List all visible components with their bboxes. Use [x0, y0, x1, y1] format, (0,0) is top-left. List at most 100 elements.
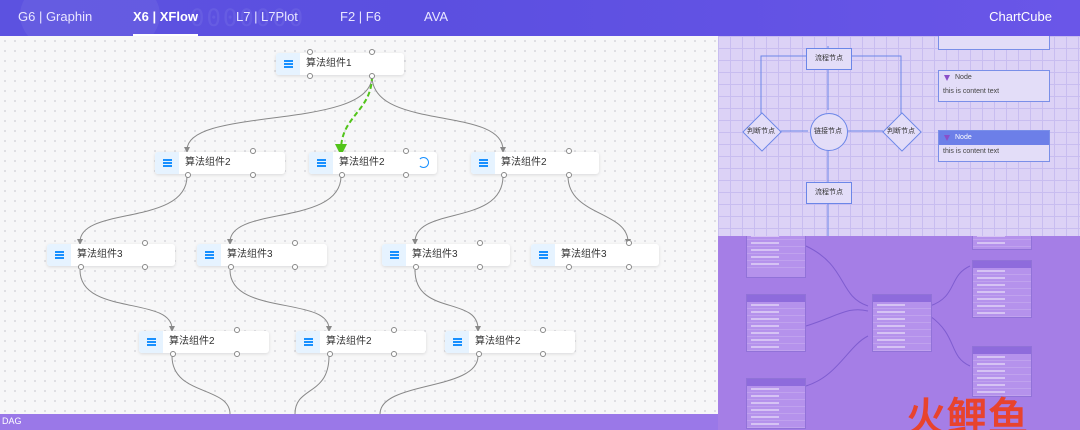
card-title: Node — [955, 74, 972, 81]
edge-2a-3a — [77, 175, 188, 245]
output-port[interactable] — [250, 172, 256, 178]
node-card-clipped[interactable] — [938, 36, 1050, 50]
process-node-bottom[interactable]: 流程节点 — [806, 182, 852, 204]
dag-node-2c[interactable]: 算法组件2 — [471, 152, 599, 174]
nav-decoration-digits: 0000000 — [190, 4, 306, 32]
edge-1-2a — [184, 75, 373, 153]
dag-node-3d[interactable]: 算法组件3 — [531, 244, 659, 266]
input-port[interactable] — [369, 49, 375, 55]
er-table[interactable] — [972, 346, 1032, 397]
tab-x6-xflow[interactable]: X6 | XFlow — [133, 0, 199, 36]
tab-g6-graphin[interactable]: G6 | Graphin — [18, 9, 93, 24]
watermark-logo: 火鲤鱼 — [906, 385, 1029, 430]
output-port[interactable] — [540, 351, 546, 357]
output-port[interactable] — [501, 172, 507, 178]
output-port[interactable] — [476, 351, 482, 357]
input-port[interactable] — [234, 327, 240, 333]
input-port[interactable] — [540, 327, 546, 333]
dag-node-2a[interactable]: 算法组件2 — [155, 152, 285, 174]
output-port[interactable] — [327, 351, 333, 357]
tab-f2-f6[interactable]: F2 | F6 — [340, 9, 381, 24]
output-port[interactable] — [307, 73, 313, 79]
output-port[interactable] — [566, 172, 572, 178]
output-port[interactable] — [185, 172, 191, 178]
dag-footer-label: DAG — [2, 416, 22, 426]
dag-footer-bar: DAG — [0, 414, 718, 430]
database-icon — [47, 244, 71, 266]
output-port[interactable] — [369, 73, 375, 79]
tab-ava[interactable]: AVA — [424, 9, 449, 24]
input-port[interactable] — [292, 240, 298, 246]
output-port[interactable] — [142, 264, 148, 270]
er-table[interactable] — [746, 236, 806, 278]
edge-4b-out — [294, 355, 330, 414]
dag-node-3a[interactable]: 算法组件3 — [47, 244, 175, 266]
edge-4c-out — [379, 355, 479, 414]
dag-node-4c[interactable]: 算法组件2 — [445, 331, 575, 353]
output-port[interactable] — [339, 172, 345, 178]
database-icon — [197, 244, 221, 266]
input-port[interactable] — [142, 240, 148, 246]
node-card-1[interactable]: Node this is content text — [938, 70, 1050, 102]
flowchart-preview[interactable]: 流程节点 判断节点 链接节点 判断节点 流程节点 Node this is co… — [718, 36, 1080, 236]
output-port[interactable] — [391, 351, 397, 357]
decision-label-left: 判断节点 — [747, 128, 775, 135]
connector-node[interactable] — [810, 113, 848, 151]
output-port[interactable] — [413, 264, 419, 270]
edge-2c-3c — [412, 175, 504, 245]
input-port[interactable] — [307, 49, 313, 55]
node-card-2-selected[interactable]: Node this is content text — [938, 130, 1050, 162]
watermark-text: 火鲤鱼 — [906, 396, 1029, 430]
input-port[interactable] — [626, 240, 632, 246]
output-port[interactable] — [78, 264, 84, 270]
decision-label-right: 判断节点 — [887, 128, 915, 135]
card-text: this is content text — [943, 88, 1000, 95]
tab-l7-l7plot[interactable]: L7 | L7Plot — [236, 9, 298, 24]
dag-node-4b[interactable]: 算法组件2 — [296, 331, 426, 353]
sync-icon[interactable] — [418, 157, 429, 168]
output-port[interactable] — [403, 172, 409, 178]
dag-node-3b[interactable]: 算法组件3 — [197, 244, 327, 266]
process-node-top[interactable]: 流程节点 — [806, 48, 852, 70]
database-icon — [309, 152, 333, 174]
input-port[interactable] — [566, 148, 572, 154]
database-icon — [531, 244, 555, 266]
output-port[interactable] — [234, 351, 240, 357]
node-triangle-icon — [944, 75, 950, 81]
node-label: 算法组件2 — [339, 157, 385, 168]
edge-3b-4b — [229, 269, 332, 332]
input-port[interactable] — [403, 148, 409, 154]
database-icon — [382, 244, 406, 266]
node-label: 算法组件3 — [77, 249, 123, 260]
output-port[interactable] — [170, 351, 176, 357]
output-port[interactable] — [292, 264, 298, 270]
card-title: Node — [955, 134, 972, 141]
output-port[interactable] — [626, 264, 632, 270]
node-label: 算法组件2 — [169, 336, 215, 347]
output-port[interactable] — [477, 264, 483, 270]
dag-node-2b[interactable]: 算法组件2 — [309, 152, 437, 174]
er-table[interactable] — [972, 260, 1032, 318]
er-diagram-preview[interactable]: 火鲤鱼 — [718, 236, 1080, 430]
dag-canvas[interactable]: 算法组件1 算法组件2 算法组件2 算法组件2 算法组件3 算法组件3 — [0, 36, 718, 414]
er-table[interactable] — [972, 236, 1032, 250]
input-port[interactable] — [477, 240, 483, 246]
edge-3a-4a — [79, 269, 175, 332]
input-port[interactable] — [250, 148, 256, 154]
dag-node-3c[interactable]: 算法组件3 — [382, 244, 510, 266]
output-port[interactable] — [228, 264, 234, 270]
er-table[interactable] — [872, 294, 932, 352]
flowchart-edges — [760, 46, 902, 236]
node-label: 算法组件2 — [185, 157, 231, 168]
output-port[interactable] — [566, 264, 572, 270]
er-table[interactable] — [746, 378, 806, 429]
dag-node-4a[interactable]: 算法组件2 — [139, 331, 269, 353]
er-table[interactable] — [746, 294, 806, 352]
database-icon — [445, 331, 469, 353]
dag-node-1[interactable]: 算法组件1 — [276, 53, 404, 75]
input-port[interactable] — [391, 327, 397, 333]
node-label: 算法组件2 — [475, 336, 521, 347]
brand-chartcube[interactable]: ChartCube — [989, 9, 1052, 24]
edge-4a-out — [171, 355, 231, 414]
dag-edges — [77, 75, 631, 414]
